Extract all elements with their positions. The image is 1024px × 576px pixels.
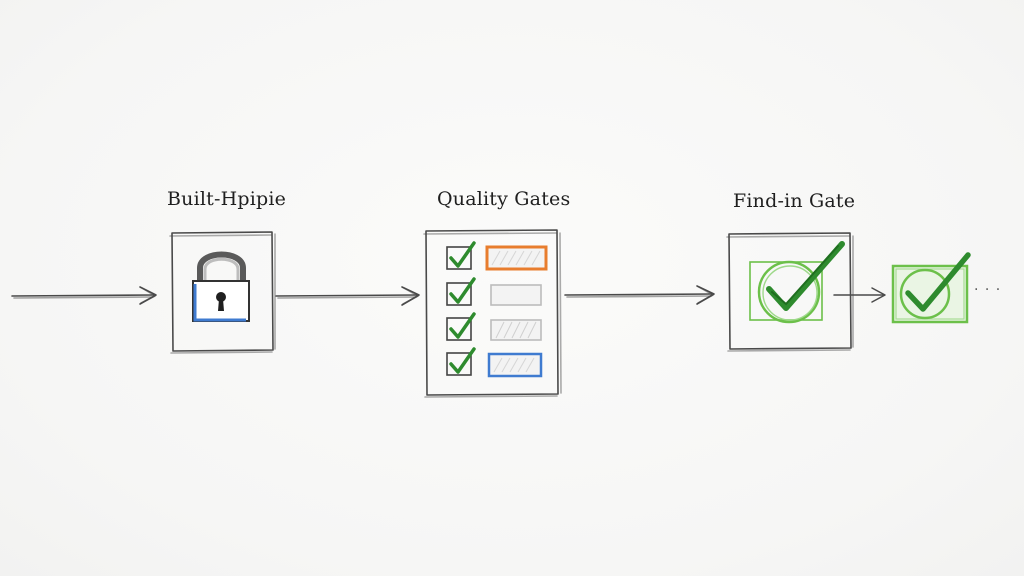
continuation-dots: · · · (974, 282, 1002, 298)
checkmark-icon (449, 312, 476, 339)
arrow-entry (11, 286, 157, 305)
stage-box-final-gate (726, 232, 854, 352)
stage-label-quality-gates: Quality Gates (437, 188, 571, 210)
checklist-row (446, 347, 543, 378)
stage-label-built-pipeline: Built-Hpipie (167, 188, 287, 210)
checklist-row (446, 277, 542, 306)
arrow-to-final-gate (564, 285, 715, 305)
checkmark-icon (449, 241, 476, 268)
checkmark-icon (449, 277, 476, 304)
checkmark-icon (449, 347, 476, 374)
arrow-to-quality-gates (275, 286, 420, 306)
checklist-row (446, 312, 542, 341)
stage-box-built-pipeline (169, 231, 276, 354)
stage-box-quality-gates (423, 229, 562, 398)
stage-label-final-gate: Find-in Gate (733, 190, 856, 212)
checklist-icon (446, 241, 548, 378)
checklist-row (446, 241, 548, 271)
padlock-icon (192, 251, 250, 322)
arrow-to-next (833, 287, 886, 303)
checkmark-icon (749, 241, 845, 324)
checkmark-icon (891, 252, 971, 324)
